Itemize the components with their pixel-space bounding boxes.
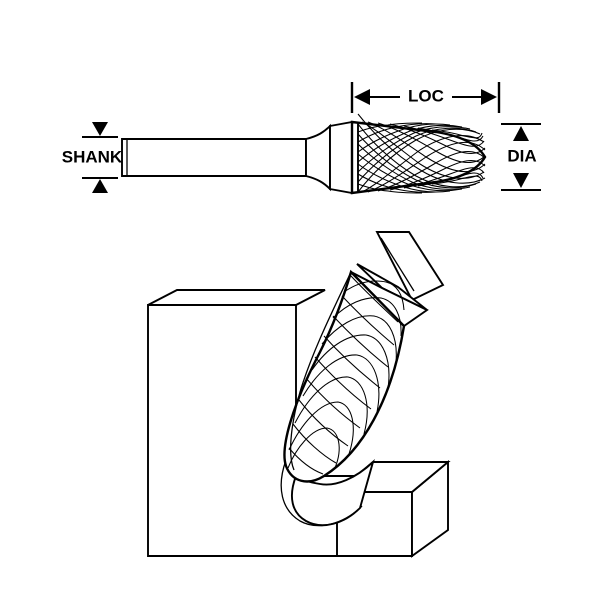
neck-outline — [305, 123, 331, 192]
angled-shank-outline — [375, 231, 445, 302]
groove-inner-edge — [280, 459, 363, 527]
arrow-down-icon — [92, 122, 108, 136]
arrow-left-icon — [354, 89, 370, 105]
angled-shank-highlight — [380, 237, 415, 292]
arrow-up-icon — [513, 126, 529, 141]
burr-head-outline — [350, 120, 487, 195]
tool-shank-angled — [375, 231, 445, 302]
burr-shank-body — [121, 138, 307, 177]
flute-pattern-secondary — [357, 122, 486, 193]
arrow-up-icon — [92, 179, 108, 193]
collar-outline — [329, 120, 353, 195]
burr-head — [350, 113, 487, 195]
dia-label: DIA — [507, 146, 536, 165]
burr-collar — [329, 120, 353, 195]
workpiece-top-face — [147, 289, 326, 306]
loc-dimension-group: LOC — [350, 82, 501, 113]
burr-neck-transition — [305, 123, 331, 192]
dia-dimension-group: DIA — [501, 123, 541, 191]
shank-label: SHANK — [62, 147, 123, 166]
arrow-right-icon — [481, 89, 497, 105]
angled-flute-secondary — [287, 280, 405, 469]
angled-flute-primary — [288, 275, 399, 475]
tool-head-angled — [283, 269, 406, 483]
loc-label: LOC — [408, 86, 444, 105]
bottom-view-group — [147, 231, 451, 558]
arrow-down-icon — [513, 173, 529, 188]
shank-outline — [121, 138, 307, 177]
shank-dimension-group: SHANK — [62, 122, 123, 193]
top-view-group: SHANK LOC — [62, 82, 541, 195]
tool-collar-angled — [350, 263, 429, 328]
